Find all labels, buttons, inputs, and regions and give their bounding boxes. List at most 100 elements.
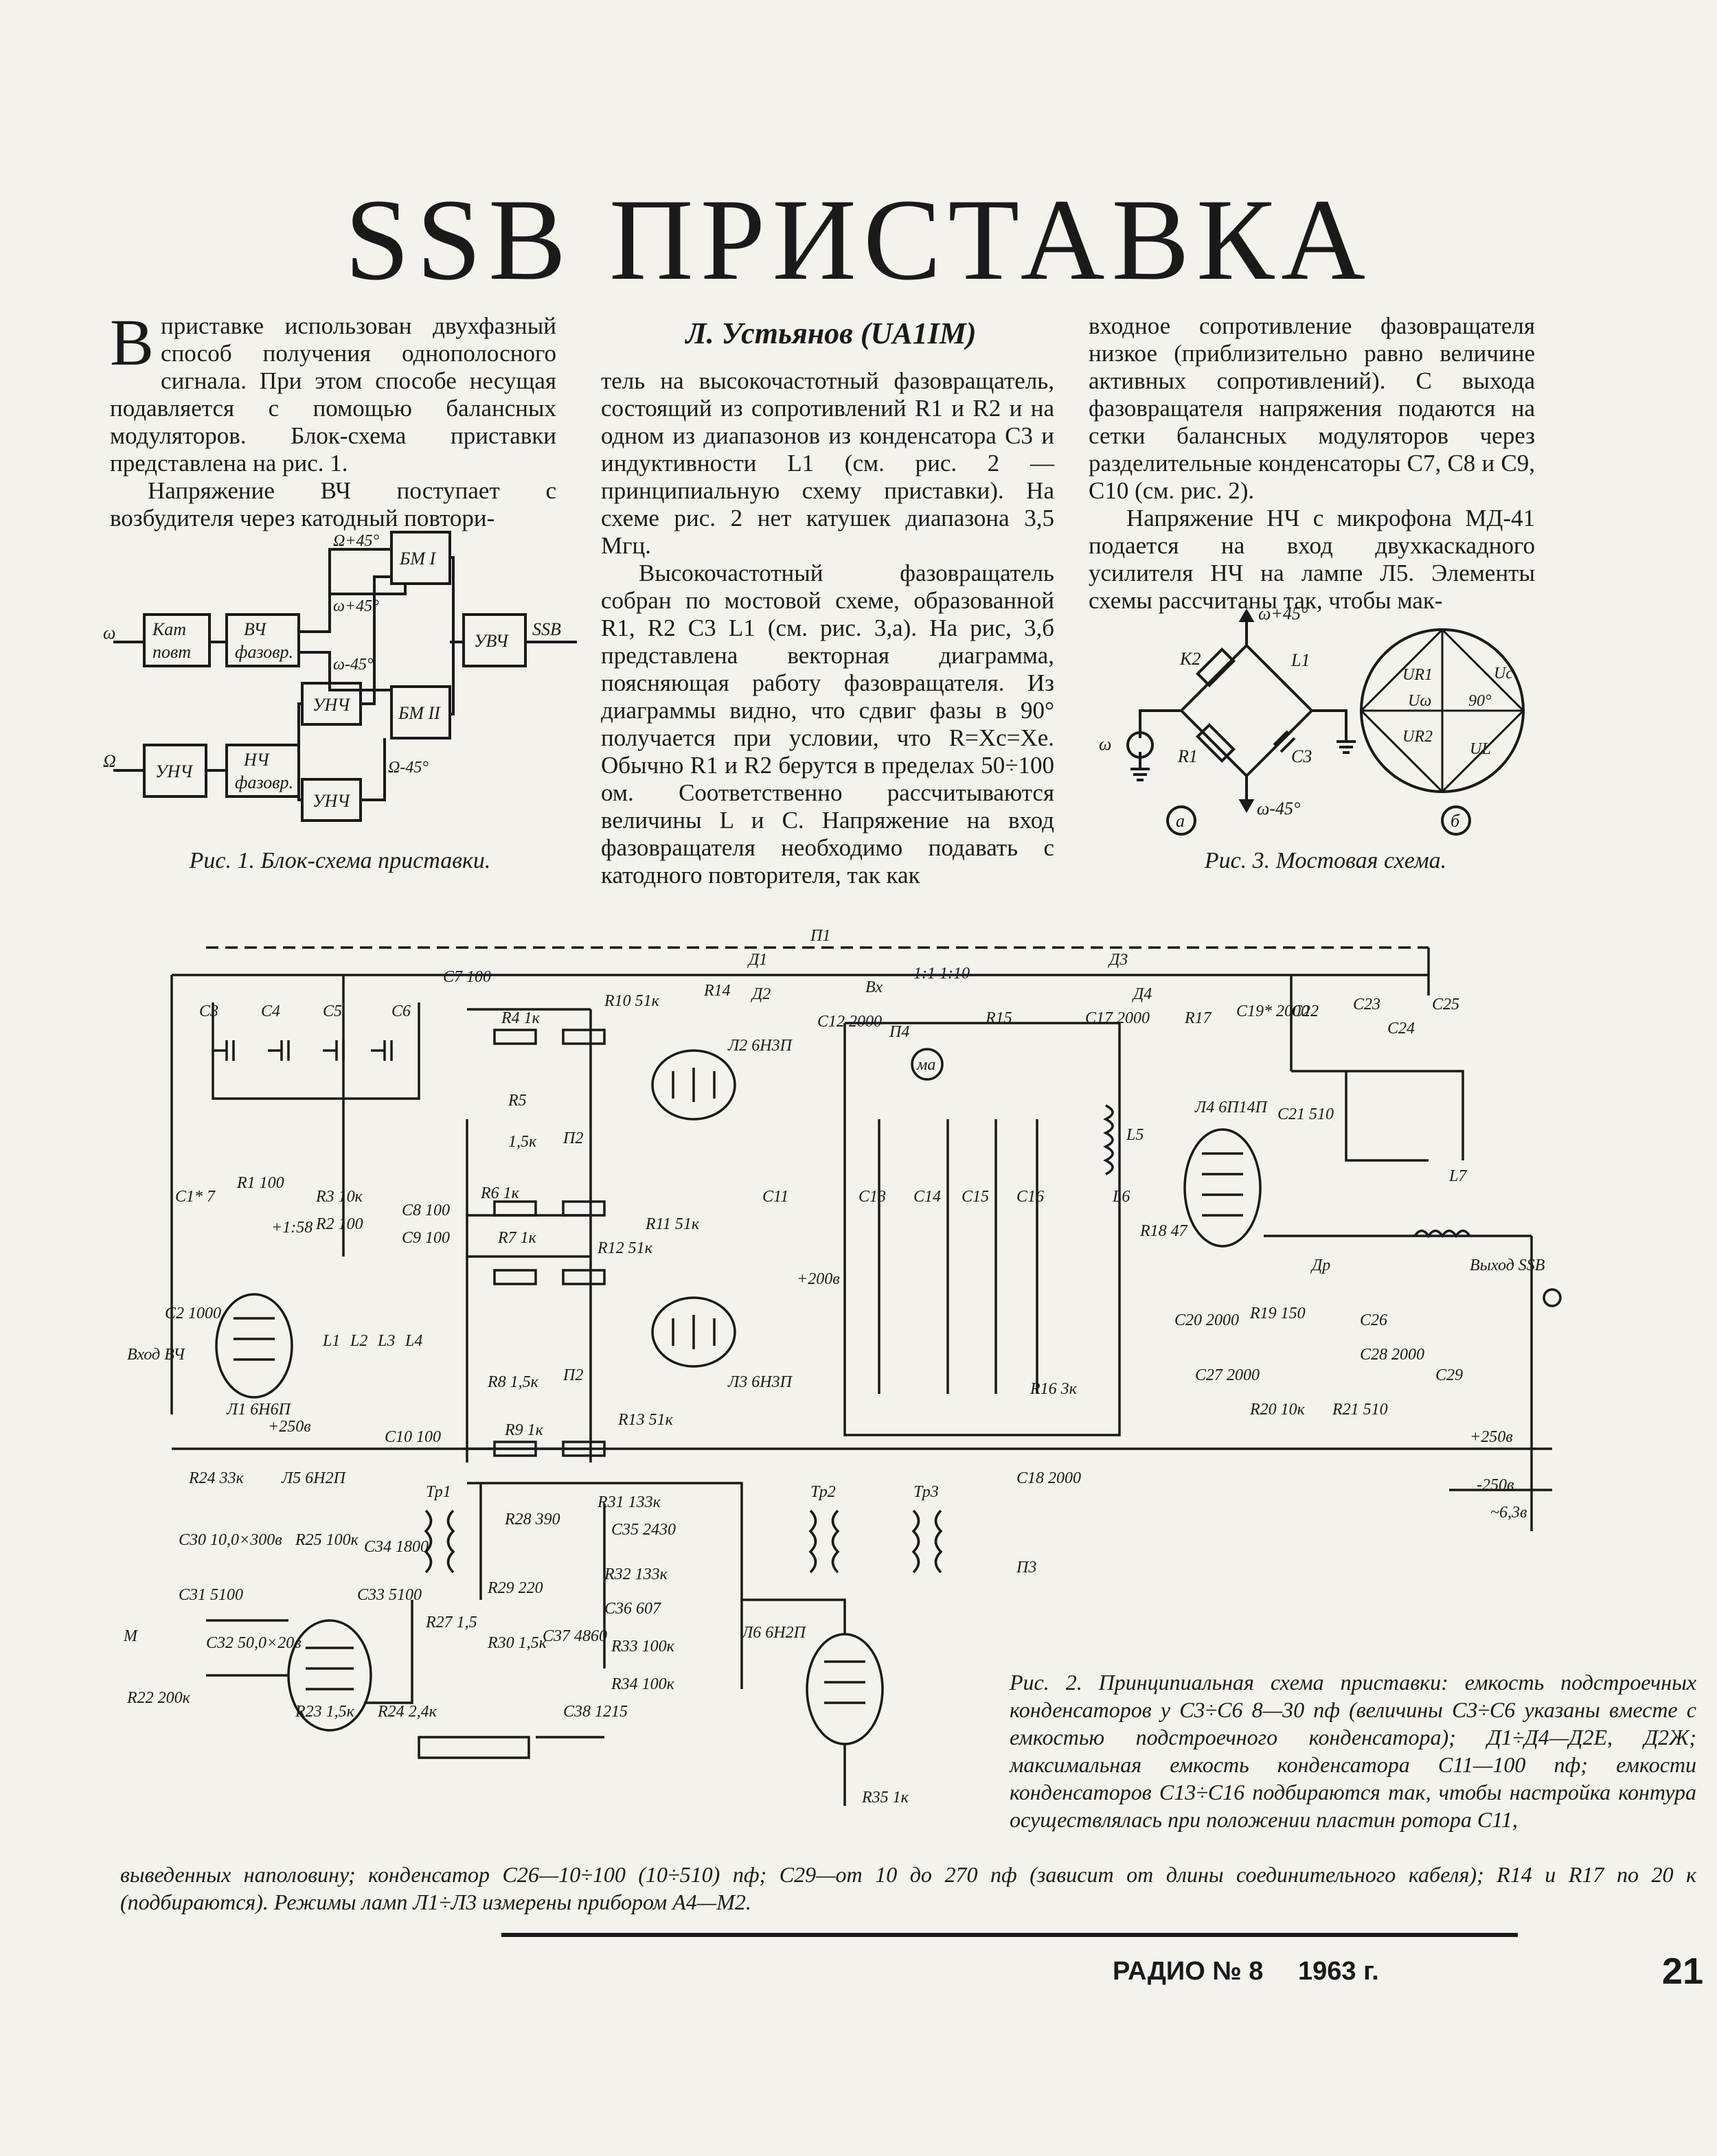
fig3-r1 (1196, 723, 1236, 763)
fig2-r32: R32 133к (604, 1566, 668, 1583)
fig2-tube-l2 (651, 1049, 736, 1121)
fig2-r25: R25 100к (295, 1531, 359, 1549)
fig3-b: б (1451, 811, 1460, 831)
fig2-c3: C3 (199, 1002, 218, 1020)
fig2-l5: Л5 6Н2П (281, 1469, 347, 1487)
fig3-ur1: UR1 (1402, 666, 1433, 684)
fig2-p1: П1 (810, 927, 830, 945)
fig2-l2: Л2 6Н3П (727, 1037, 793, 1055)
fig1-Omega: Ω (103, 751, 116, 771)
fig2-dr: Др (1310, 1257, 1330, 1274)
fig2-c2: C2 1000 (165, 1305, 221, 1322)
fig1-s3: ω-45° (333, 656, 374, 674)
fig2-r2: R2 100 (315, 1215, 363, 1233)
column-2: тель на высокочастотный фазовращатель, с… (601, 367, 1054, 889)
fig2-r20: R20 10к (1249, 1401, 1306, 1419)
fig2-r31: R31 133к (597, 1493, 661, 1511)
fig2-r12: R12 51к (597, 1239, 653, 1257)
fig2-r23: R23 1,5к (295, 1703, 355, 1721)
fig3-deg: 90° (1468, 692, 1492, 710)
fig2-r33: R33 100к (611, 1638, 675, 1655)
column-1: В приставке использован двухфазный спосо… (110, 306, 556, 532)
fig2-r6: R6 1к (480, 1184, 520, 1202)
block-unch-bot-label: УНЧ (312, 791, 351, 811)
fig2-c27: C27 2000 (1195, 1366, 1260, 1384)
fig2-r29: R29 220 (487, 1579, 543, 1597)
fig2-r30: R30 1,5к (487, 1634, 547, 1652)
fig2-c19: C19* 2000 (1236, 1002, 1309, 1020)
fig2-v250: +250в (1470, 1428, 1513, 1446)
fig2-l4: Л4 6П14П (1194, 1099, 1269, 1116)
fig2-p3: П3 (1016, 1559, 1036, 1576)
fig1-s2: ω+45° (333, 597, 379, 615)
fig2-coil-l7 (1413, 1229, 1471, 1239)
fig3-uw: Uω (1408, 692, 1431, 710)
block-bm2-label: БМ II (398, 703, 441, 723)
fig3-r1-label: R1 (1177, 746, 1198, 766)
block-vch-l1: ВЧ (244, 619, 267, 639)
fig2-r19: R19 150 (1249, 1305, 1306, 1322)
fig2-c32: C32 50,0×20в (206, 1634, 302, 1652)
fig2-c11: C11 (762, 1188, 788, 1206)
fig2-ma: ма (916, 1056, 935, 1074)
fig2-l3: Л3 6Н3П (727, 1373, 793, 1391)
fig2-resistor-r11 (562, 1200, 606, 1217)
fig2-tube-l3 (651, 1296, 736, 1368)
fig2-c22: C22 (1291, 1002, 1319, 1020)
fig2-c1: C1* 7 (175, 1188, 216, 1206)
fig2-c6: C6 (391, 1002, 411, 1020)
fig3-c3 (1273, 730, 1296, 753)
fig2-c9: C9 100 (402, 1229, 450, 1247)
fig2-p4: П4 (889, 1023, 909, 1041)
fig2-L3: L3 (377, 1332, 395, 1350)
col2-paragraph-2: Высокочастотный фазовращатель собран по … (601, 560, 1054, 888)
fig3-mark-a (1166, 805, 1196, 836)
column-3: входное сопротивление фазовращателя низк… (1089, 312, 1535, 615)
fig1-ssb: SSB (532, 619, 561, 639)
fig3-l1-label: L1 (1290, 650, 1310, 670)
block-nch-l2: фазовр. (235, 772, 293, 792)
fig2-r8: R8 1,5к (487, 1373, 539, 1391)
fig2-c34: C34 1800 (364, 1538, 429, 1556)
fig3-bridge-diagram: ω+45° ω-45° ω K2 L1 R1 C3 а Uc UR1 Uω 90… (1099, 604, 1525, 836)
footer-rule (501, 1933, 1518, 1937)
dropcap: В (110, 306, 155, 379)
fig2-out: Выход SSB (1470, 1257, 1545, 1274)
fig2-resistor-r35 (418, 1736, 530, 1759)
fig2-c24: C24 (1387, 1020, 1415, 1037)
fig3-l1 (1262, 661, 1293, 691)
fig2-c8: C8 100 (402, 1202, 450, 1219)
fig1-omega: ω (103, 623, 115, 643)
fig3-uc: Uc (1494, 665, 1513, 683)
fig2-tube-l4 (1183, 1128, 1262, 1248)
fig2-c18: C18 2000 (1016, 1469, 1081, 1487)
fig2-r22: R22 200к (126, 1689, 191, 1707)
page-title: SSB ПРИСТАВКА (344, 174, 1373, 304)
fig2-c16: C16 (1016, 1188, 1044, 1206)
fig3-bottom: ω-45° (1257, 799, 1300, 818)
fig3-mark-b (1441, 805, 1471, 836)
block-kat (143, 613, 211, 667)
author-byline: Л. Устьянов (UA1IM) (685, 317, 977, 350)
fig2-c31: C31 5100 (179, 1586, 243, 1604)
fig2-resistor-r4 (493, 1029, 537, 1045)
journal-year: 1963 г. (1297, 1957, 1379, 1986)
fig1-caption: Рис. 1. Блок-схема приставки. (189, 848, 491, 873)
fig2-c38: C38 1215 (563, 1703, 628, 1721)
fig2-r28: R28 390 (504, 1511, 560, 1528)
block-unch-in-label: УНЧ (155, 761, 194, 781)
fig2-vm250: -250в (1477, 1476, 1514, 1494)
fig2-tube-l5 (287, 1619, 372, 1732)
fig2-output-jack (1543, 1288, 1562, 1307)
fig2-m: М (124, 1627, 139, 1645)
fig2-schematic: П1 Д1 Д2 Д3 Д4 R14 C12 2000 Вх 1:1 1:10 … (124, 927, 1562, 1807)
fig2-r24: R24 33к (188, 1469, 245, 1487)
page-footer: РАДИО № 8 1963 г. 21 (1113, 1951, 1703, 1992)
fig2-c5: C5 (323, 1002, 342, 1020)
block-vch-l2: фазовр. (235, 642, 293, 662)
fig2-p2b: П2 (562, 1366, 583, 1384)
fig2-r14: R14 (703, 982, 731, 1000)
block-bm2 (390, 685, 451, 739)
fig2-c12: C12 2000 (817, 1013, 882, 1031)
fig2-L4: L4 (405, 1332, 422, 1350)
